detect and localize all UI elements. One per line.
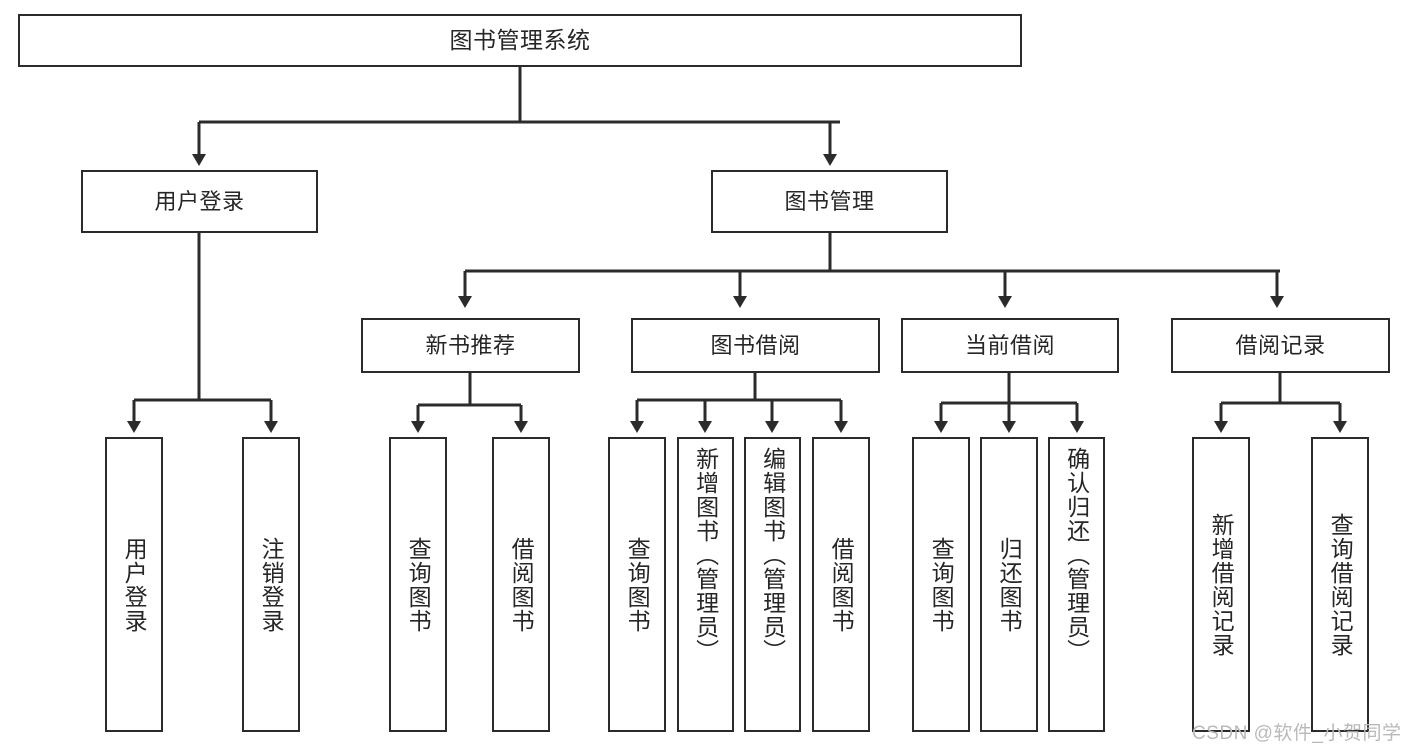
node-current-borrow[interactable]: 当前借阅 bbox=[901, 318, 1119, 373]
node-book-management[interactable]: 图书管理 bbox=[711, 170, 948, 233]
node-leaf-query-book-current[interactable]: 查询图书 bbox=[912, 437, 970, 732]
node-label: 查询图书 bbox=[624, 536, 651, 633]
node-root-system[interactable]: 图书管理系统 bbox=[18, 14, 1022, 67]
node-label: 查询图书 bbox=[405, 536, 432, 633]
node-label: 图书管理系统 bbox=[449, 27, 591, 54]
node-label: 归还图书 bbox=[996, 536, 1023, 633]
node-leaf-user-login[interactable]: 用户登录 bbox=[105, 437, 163, 732]
node-label: 当前借阅 bbox=[964, 332, 1055, 358]
node-label: 借阅图书 bbox=[508, 536, 535, 633]
node-label: 查询图书 bbox=[928, 536, 955, 633]
node-label: 图书管理 bbox=[784, 188, 875, 214]
node-leaf-query-book-recommend[interactable]: 查询图书 bbox=[389, 437, 447, 732]
node-leaf-confirm-return-admin[interactable]: 确认归还（管理员） bbox=[1048, 437, 1105, 732]
node-borrow-record[interactable]: 借阅记录 bbox=[1171, 318, 1390, 373]
node-label: 用户登录 bbox=[154, 188, 245, 214]
node-label: 图书借阅 bbox=[710, 332, 801, 358]
node-leaf-borrow-book-recommend[interactable]: 借阅图书 bbox=[492, 437, 550, 732]
node-leaf-add-book-admin[interactable]: 新增图书（管理员） bbox=[677, 437, 734, 732]
node-label: 编辑图书（管理员） bbox=[759, 447, 786, 663]
node-label: 借阅记录 bbox=[1235, 332, 1326, 358]
watermark: CSDN @软件_小贺同学 bbox=[1192, 723, 1402, 744]
node-new-book-recommend[interactable]: 新书推荐 bbox=[361, 318, 580, 373]
node-label: 新增图书（管理员） bbox=[692, 447, 719, 663]
node-leaf-edit-book-admin[interactable]: 编辑图书（管理员） bbox=[744, 437, 801, 732]
node-user-login[interactable]: 用户登录 bbox=[81, 170, 318, 233]
node-label: 注销登录 bbox=[258, 536, 285, 633]
node-book-borrow[interactable]: 图书借阅 bbox=[631, 318, 880, 373]
node-leaf-borrow-book[interactable]: 借阅图书 bbox=[812, 437, 870, 732]
node-leaf-query-borrow-record[interactable]: 查询借阅记录 bbox=[1311, 437, 1369, 732]
node-label: 借阅图书 bbox=[828, 536, 855, 633]
node-label: 确认归还（管理员） bbox=[1063, 447, 1090, 663]
node-leaf-return-book[interactable]: 归还图书 bbox=[980, 437, 1038, 732]
node-leaf-logout-login[interactable]: 注销登录 bbox=[242, 437, 300, 732]
node-label: 新书推荐 bbox=[425, 332, 516, 358]
node-leaf-add-borrow-record[interactable]: 新增借阅记录 bbox=[1192, 437, 1250, 732]
node-label: 新增借阅记录 bbox=[1208, 512, 1235, 657]
node-label: 查询借阅记录 bbox=[1327, 512, 1354, 657]
node-leaf-query-book-borrow[interactable]: 查询图书 bbox=[608, 437, 666, 732]
node-label: 用户登录 bbox=[121, 536, 148, 633]
